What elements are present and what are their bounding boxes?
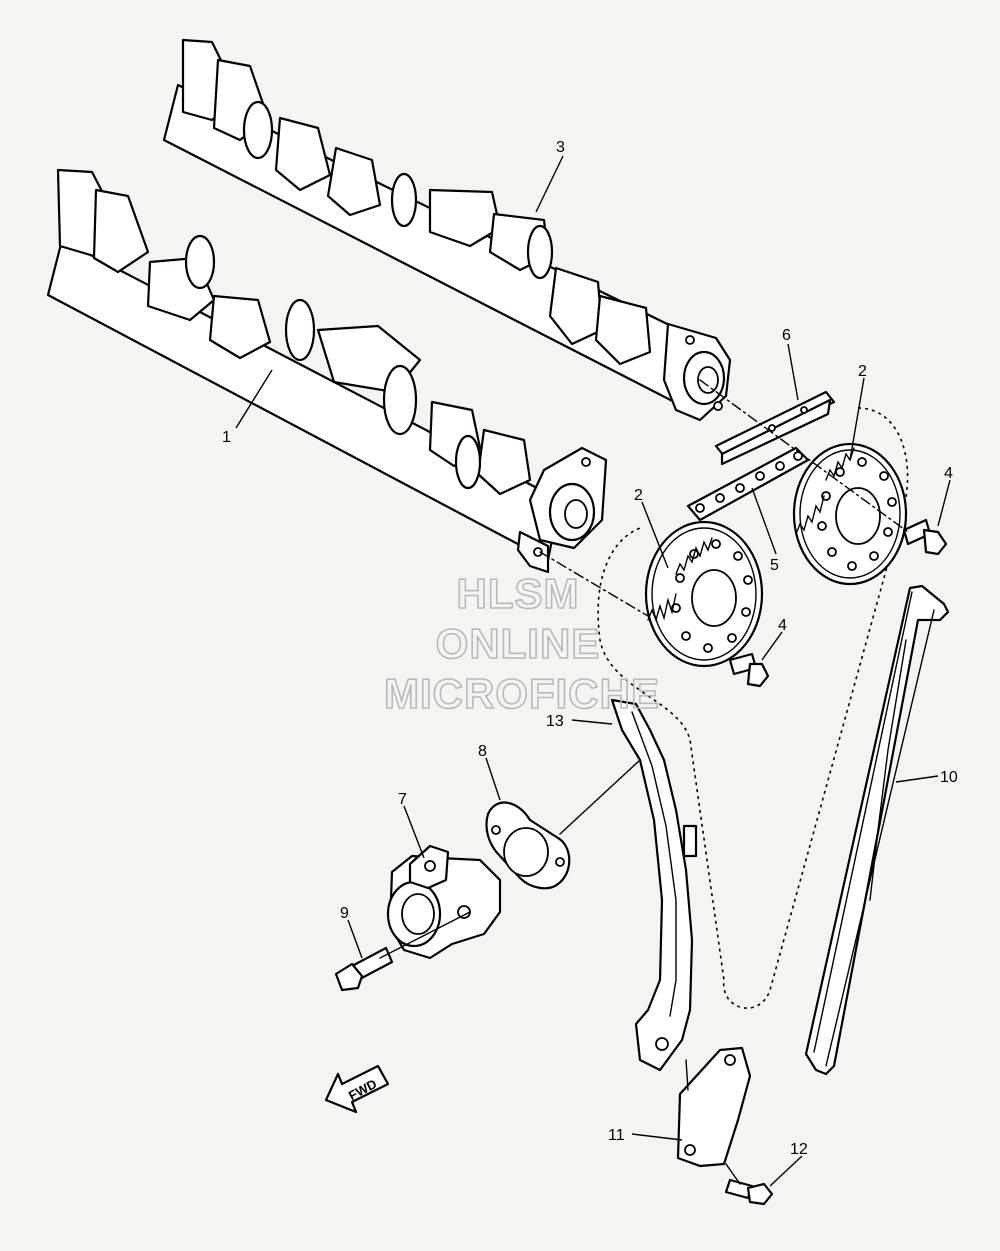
callout-3: 3: [556, 139, 565, 156]
camshaft-3: [162, 38, 732, 422]
callout-4-lower: 4: [778, 617, 787, 634]
callout-12: 12: [790, 1141, 808, 1158]
callout-labels: 1 2 2 3 4 4 5 6 7 8 9 10 11 12 13: [222, 139, 958, 1158]
callout-9: 9: [340, 905, 349, 922]
bolt-9: [334, 946, 394, 992]
watermark-line-1: HLSM: [457, 570, 580, 617]
callout-11: 11: [608, 1127, 625, 1144]
callout-2-right: 2: [858, 363, 867, 380]
cam-sprocket-2-left: [644, 520, 764, 668]
gasket-8: [485, 801, 571, 890]
bolt-12: [724, 1178, 774, 1206]
bolt-4-lower: [728, 652, 770, 688]
cam-sprocket-2-right: [792, 442, 908, 586]
tensioner-guide-13: [610, 698, 698, 1072]
bracket-11: [676, 1046, 752, 1168]
camshaft-1: [46, 168, 608, 574]
callout-10: 10: [940, 769, 958, 786]
callout-8: 8: [478, 743, 487, 760]
bolt-4-right: [902, 518, 948, 556]
callout-2-left: 2: [634, 487, 643, 504]
forward-direction-arrow: FWD: [324, 1064, 390, 1114]
chain-link-5: [686, 446, 810, 522]
assembly-lines: [379, 379, 909, 1185]
tensioner-7: [386, 844, 502, 960]
callout-5: 5: [770, 557, 779, 574]
callout-leaders: [235, 155, 951, 1187]
callout-1: 1: [222, 429, 231, 446]
cam-chain: [597, 407, 909, 1009]
chain-guide-10: [804, 584, 950, 1076]
callout-13: 13: [546, 713, 564, 730]
watermark-line-2: ONLINE: [436, 620, 601, 667]
watermark: HLSM ONLINE MICROFICHE: [383, 569, 660, 718]
watermark-line-3: MICROFICHE: [384, 670, 660, 717]
chain-guide-6: [714, 390, 836, 466]
callout-4-right: 4: [944, 465, 953, 482]
callout-7: 7: [398, 791, 407, 808]
callout-6: 6: [782, 327, 791, 344]
